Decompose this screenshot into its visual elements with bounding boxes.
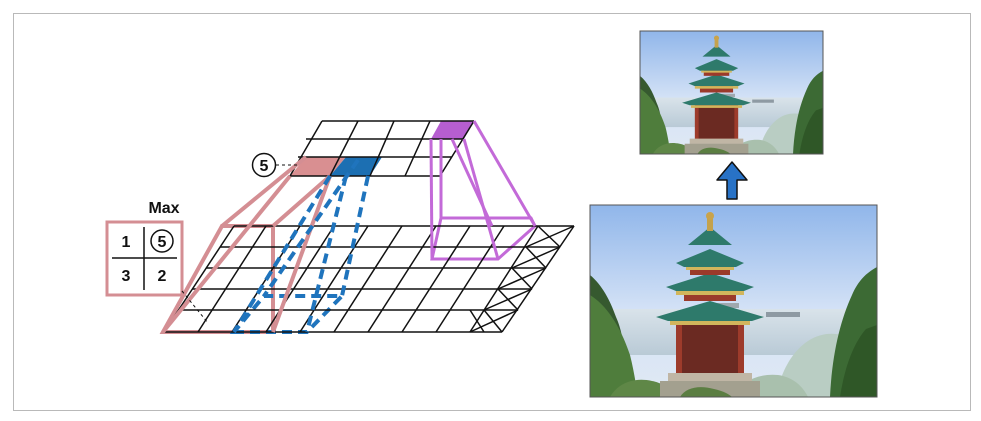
- input-feature-map: [159, 216, 575, 334]
- pagoda-photo-downsampled: [639, 30, 824, 155]
- pagoda-photo-original: [589, 204, 878, 398]
- pool-cell-bottom-left: 3: [122, 268, 131, 285]
- max-value-callout: 5: [251, 152, 300, 178]
- up-arrow-icon: [716, 161, 748, 200]
- blue-projection-lines: [232, 158, 370, 334]
- pink-projection-lines: [161, 155, 332, 334]
- max-highlight-circle: [150, 229, 174, 253]
- purple-receptive-field: [430, 216, 537, 261]
- input-grid: [163, 225, 575, 333]
- callout-value: 5: [260, 158, 269, 175]
- pool-cell-bottom-right: 2: [158, 268, 167, 285]
- max-label: Max: [148, 200, 179, 217]
- pool-cell-top-right: 5: [158, 234, 167, 251]
- output-grid: [289, 120, 475, 177]
- pool-cell-top-left: 1: [122, 234, 131, 251]
- output-feature-map: [289, 120, 475, 177]
- purple-projection-lines: [429, 120, 537, 260]
- blue-receptive-field: [229, 294, 347, 334]
- pooling-window: Max 1 5 3 2: [105, 200, 209, 324]
- crossed-out-cells: [469, 225, 575, 333]
